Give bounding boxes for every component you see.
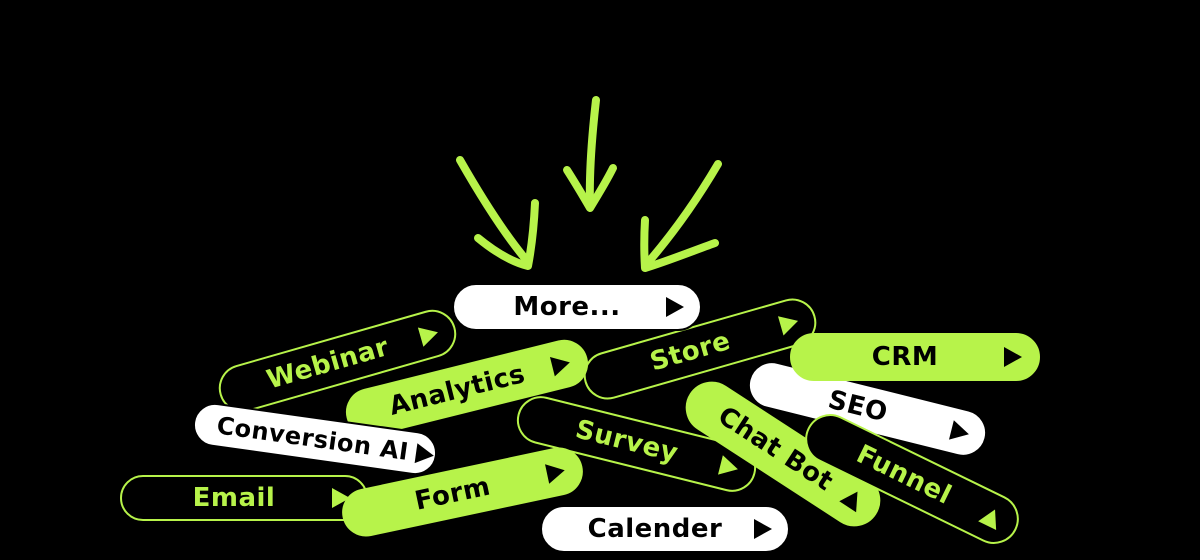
play-icon [718, 455, 741, 479]
email-button[interactable]: Email [120, 475, 368, 521]
more-button[interactable]: More... [452, 283, 702, 331]
play-icon [417, 322, 441, 347]
play-icon [666, 297, 684, 317]
calender-label: Calender [587, 514, 723, 544]
play-icon [754, 519, 772, 539]
play-icon [415, 443, 436, 466]
email-label: Email [192, 483, 276, 513]
play-icon [839, 486, 866, 513]
crm-button[interactable]: CRM [790, 333, 1040, 381]
play-icon [549, 352, 573, 377]
center-down-arrow-icon [563, 96, 617, 212]
play-icon [949, 420, 972, 444]
play-icon [1004, 347, 1022, 367]
play-icon [777, 311, 801, 336]
crm-label: CRM [871, 342, 939, 372]
left-down-arrow-icon [456, 156, 539, 270]
more-label: More... [513, 292, 621, 322]
play-icon [545, 460, 567, 484]
calender-button[interactable]: Calender [540, 505, 790, 553]
play-icon [978, 505, 1005, 531]
right-down-arrow-icon [640, 160, 722, 272]
